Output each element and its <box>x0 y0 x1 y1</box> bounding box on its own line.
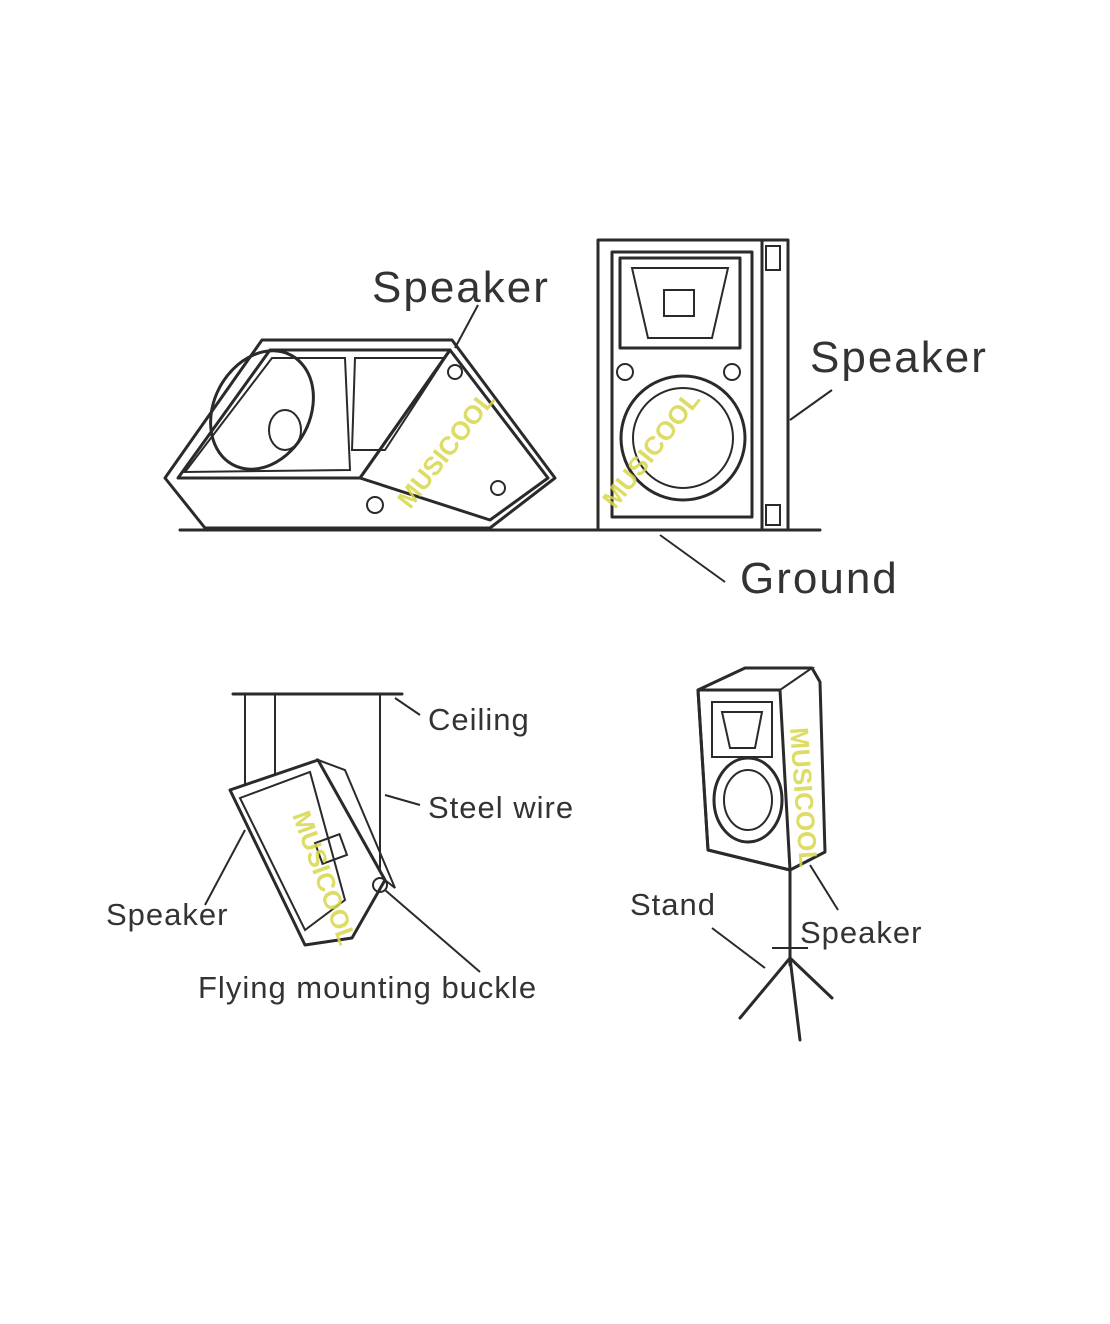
upright-speaker <box>596 238 790 532</box>
label-ground: Ground <box>740 554 899 603</box>
leader-hanging-speaker <box>204 829 246 906</box>
label-steel-wire: Steel wire <box>428 790 574 825</box>
leader-stand-speaker <box>809 864 839 911</box>
ceiling-hung-scene: Ceiling Steel wire Speaker Flying mounti… <box>106 692 574 1005</box>
wedge-monitor-speaker <box>163 338 557 530</box>
leader-steel-wire <box>384 794 421 806</box>
leader-monitor-speaker <box>454 304 479 349</box>
leader-ceiling <box>394 697 421 716</box>
floor-placement-scene: Speaker Speaker Ground MUSICOOL MUSICOOL <box>163 238 988 603</box>
label-upright-speaker: Speaker <box>810 333 988 382</box>
label-stand: Stand <box>630 887 716 922</box>
hanging-speaker <box>228 758 396 947</box>
label-flying-mounting-buckle: Flying mounting buckle <box>198 970 537 1005</box>
leader-ground <box>659 534 726 583</box>
label-hanging-speaker: Speaker <box>106 897 228 932</box>
leader-flying-mounting-buckle <box>384 889 481 973</box>
leader-stand <box>711 927 766 969</box>
label-stand-speaker: Speaker <box>800 915 922 950</box>
stand-mounted-speaker <box>696 666 827 872</box>
label-monitor-speaker: Speaker <box>372 263 550 312</box>
stand-mount-scene: Stand Speaker MUSICOOL <box>630 666 922 1042</box>
label-ceiling: Ceiling <box>428 702 530 737</box>
leader-upright-speaker <box>789 389 833 421</box>
tripod-stand <box>738 868 834 1042</box>
